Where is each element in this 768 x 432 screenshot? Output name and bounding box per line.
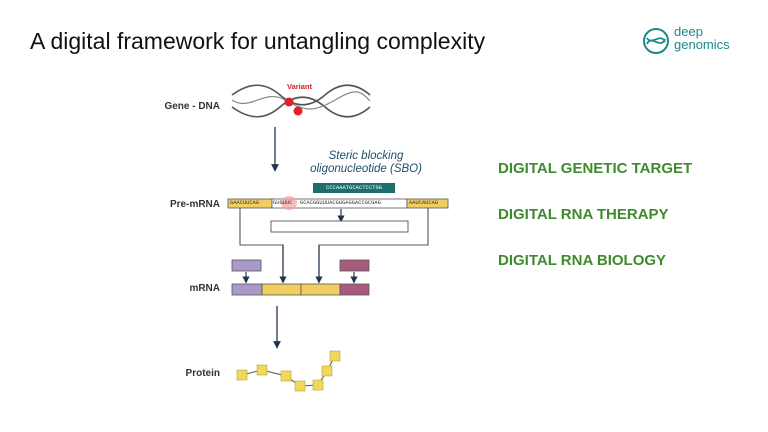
claim-digital-rna-therapy: DIGITAL RNA THERAPY: [498, 206, 669, 223]
pre-mrna-seq-intron-b: GCACGGUUUACGUGAGGACCGCGAG: [300, 200, 381, 206]
variant-dot: [293, 106, 303, 116]
variant-dot: [284, 97, 294, 107]
stage-label-dna: Gene - DNA: [164, 101, 220, 112]
amino-acid-bead: [256, 364, 268, 376]
sbo-title-line1: Steric blocking: [328, 150, 404, 162]
exon-box-mauve: [339, 259, 370, 272]
mrna-exon-yellow: [261, 283, 302, 296]
variant-label: Variant: [287, 82, 313, 91]
amino-acid-bead: [236, 369, 248, 381]
stage-label-mrna: mRNA: [189, 283, 220, 294]
sbo-sequence: CCCAAATGCACTCCTGG: [313, 183, 395, 193]
amino-acid-bead: [312, 379, 324, 391]
claim-digital-genetic-target: DIGITAL GENETIC TARGET: [498, 160, 693, 177]
exon-box-purple: [231, 259, 262, 272]
pre-mrna-seq-intron-a: GUGUUC: [273, 200, 293, 206]
amino-acid-bead: [294, 380, 306, 392]
deep-genomics-logo-icon: [643, 28, 669, 54]
claim-digital-rna-biology: DIGITAL RNA BIOLOGY: [498, 252, 667, 269]
mrna-exon-yellow: [300, 283, 341, 296]
logo-text-genomics: genomics: [674, 37, 730, 52]
sbo-block-box: [270, 220, 409, 233]
logo-text-deep: deep: [674, 24, 703, 39]
variant-highlight: [281, 196, 297, 210]
slide-title: A digital framework for untangling compl…: [30, 28, 486, 54]
dna-helix-icon: [231, 84, 371, 118]
stage-label-protein: Protein: [185, 368, 220, 379]
splice-line-right: [318, 208, 429, 278]
sbo-title: Steric blocking oligonucleotide (SBO): [306, 150, 426, 176]
mrna-exon-mauve: [339, 283, 370, 296]
mrna-exon-purple: [231, 283, 263, 296]
stage-label-pre-mrna: Pre-mRNA: [169, 199, 220, 210]
pre-mrna-seq-left-exon: GAACUUCAG: [230, 200, 260, 206]
pre-mrna-seq-right-exon: AAUCAUCAG: [409, 200, 439, 206]
amino-acid-bead: [329, 350, 341, 362]
sbo-title-line2: oligonucleotide (SBO): [310, 163, 422, 175]
amino-acid-bead: [321, 365, 333, 377]
amino-acid-bead: [280, 370, 292, 382]
